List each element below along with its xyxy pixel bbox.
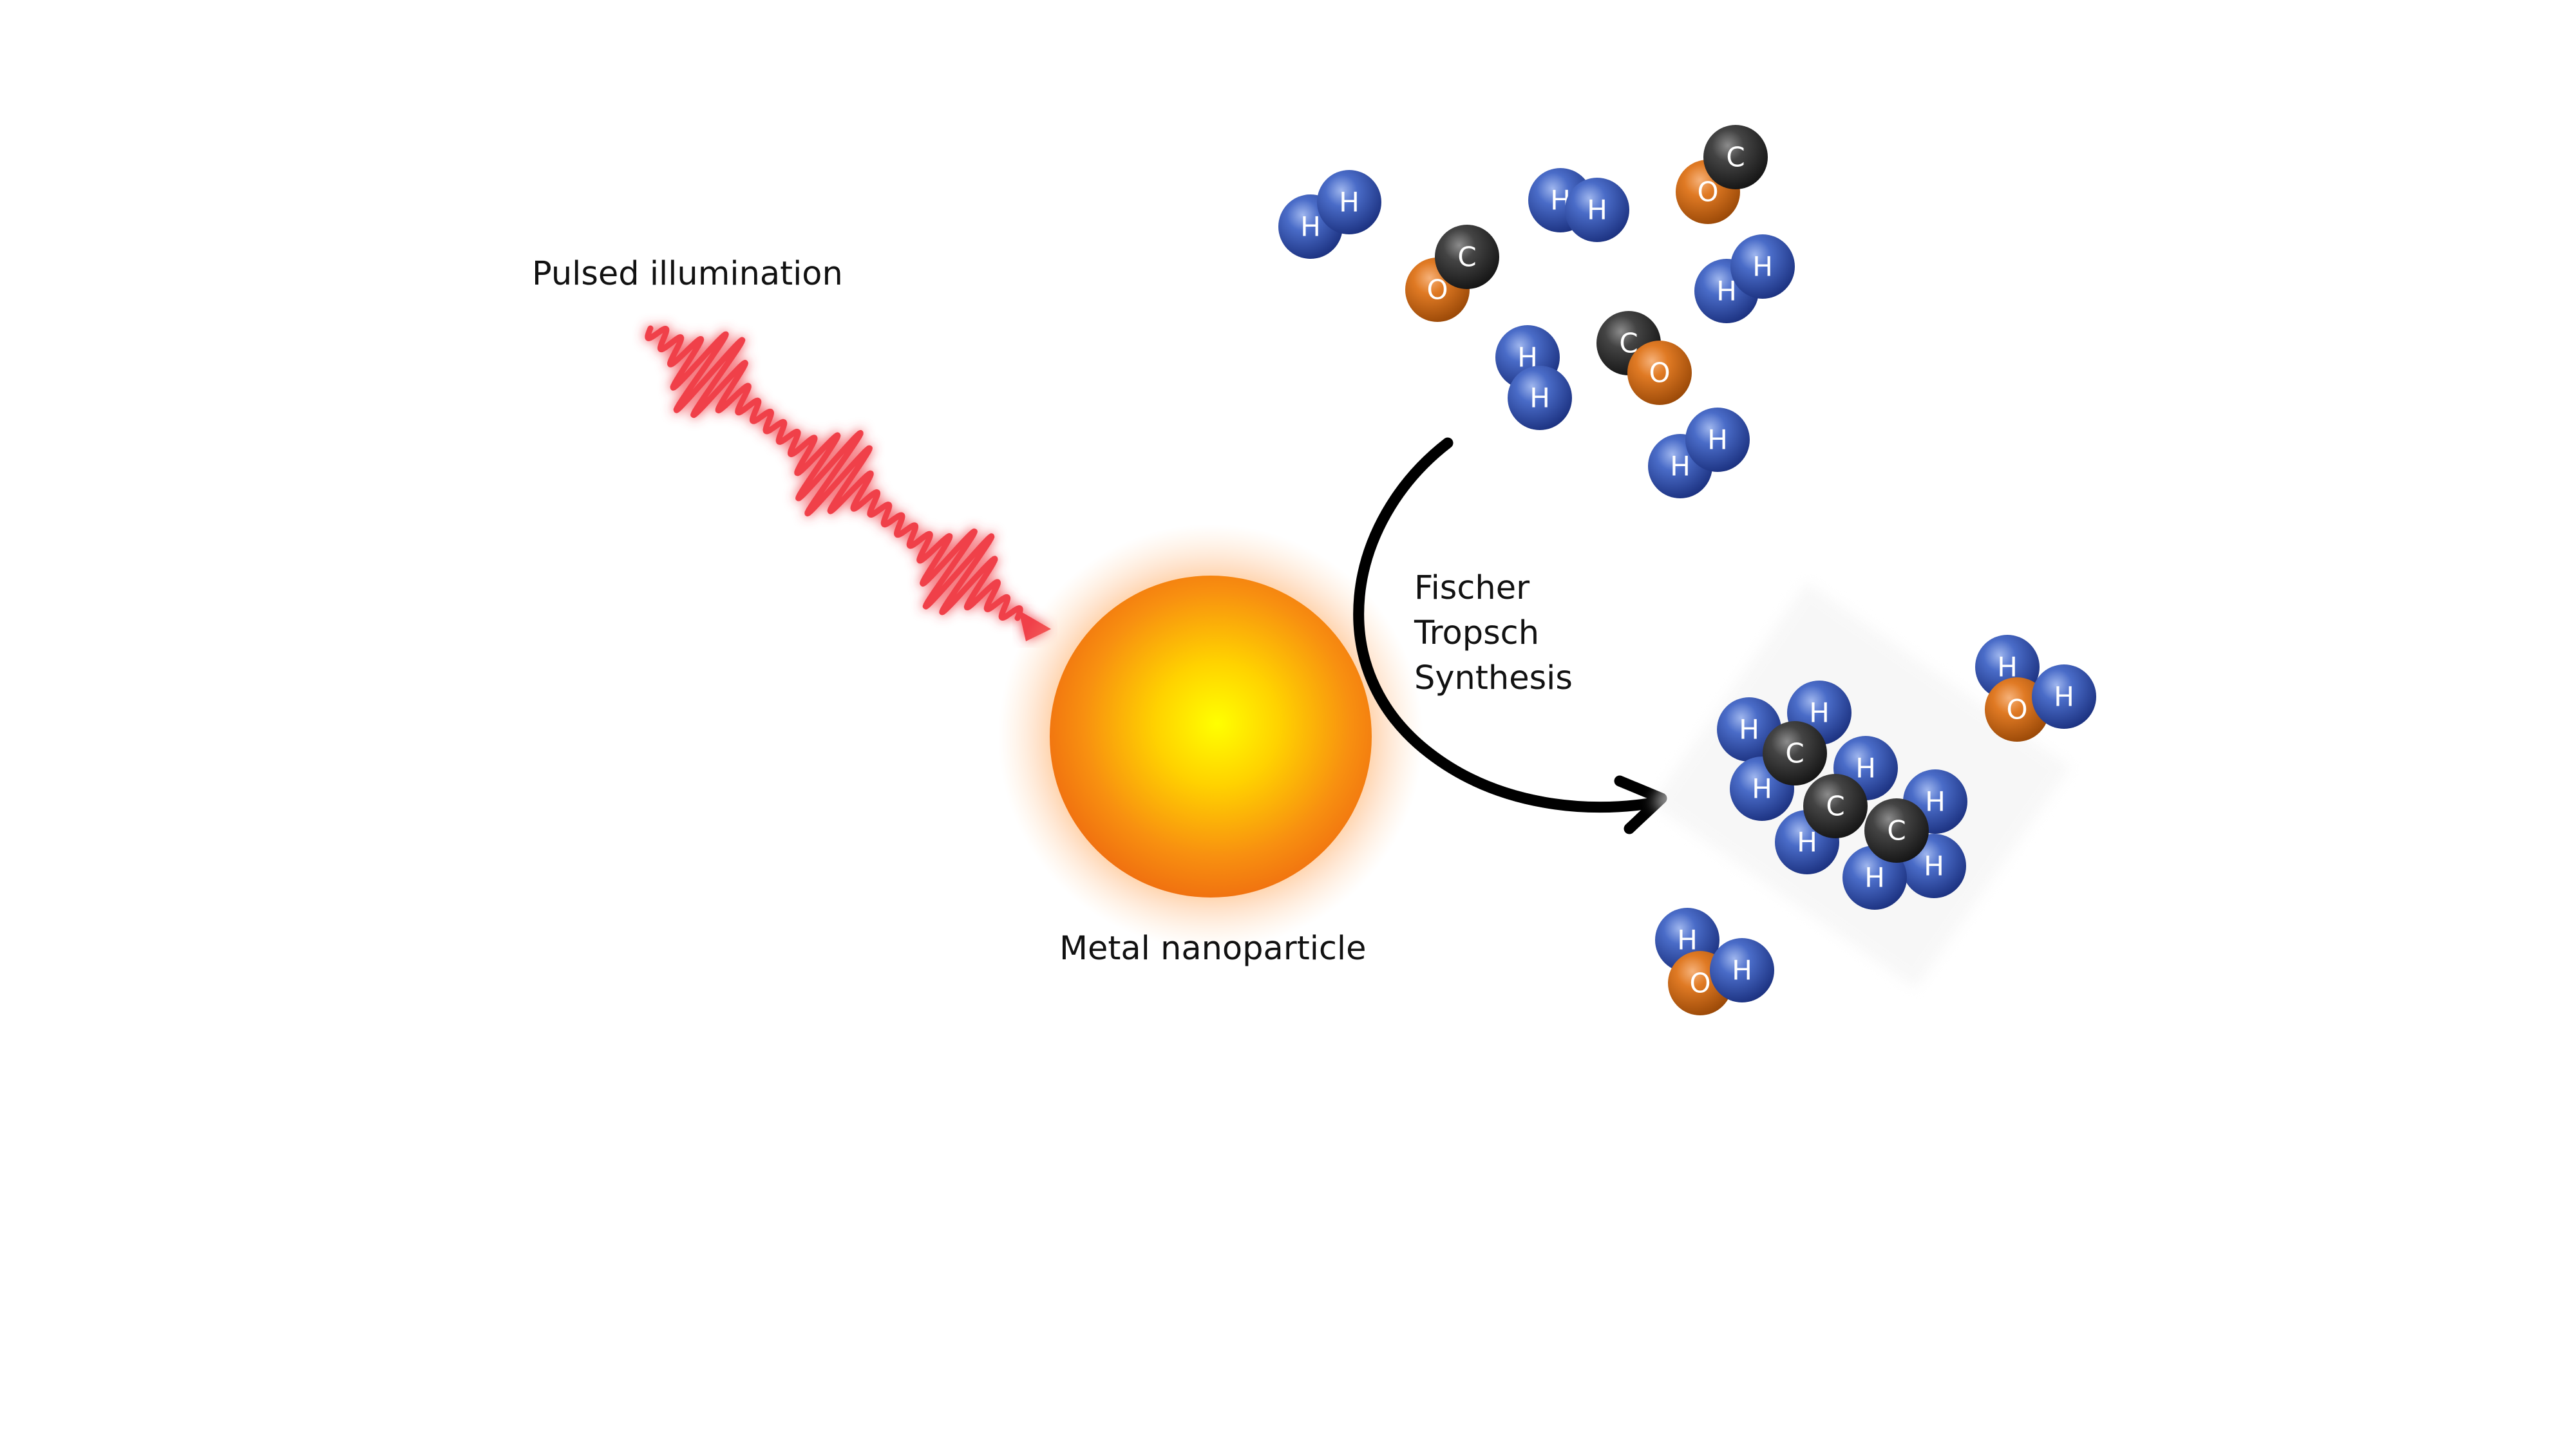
carbon-atom: C	[1763, 721, 1827, 785]
hydrogen-atom-symbol: H	[1587, 194, 1607, 226]
hydrogen-atom-symbol: H	[1797, 827, 1817, 858]
pulsed-light-wave	[645, 325, 1051, 641]
carbon-atom-symbol: C	[1826, 791, 1844, 822]
carbon-atom: C	[1435, 225, 1499, 289]
hydrogen-atom-sphere	[1508, 366, 1572, 430]
carbon-atom: C	[1703, 125, 1768, 189]
h2-molecule: HH	[1278, 170, 1381, 259]
hydrogen-atom-symbol: H	[1300, 211, 1321, 243]
co-molecule: OC	[1405, 225, 1499, 322]
hydrogen-atom-sphere	[1730, 234, 1795, 299]
carbon-atom-sphere	[1803, 774, 1868, 838]
carbon-atom-symbol: C	[1457, 241, 1476, 273]
hydrogen-atom-symbol: H	[1732, 955, 1752, 986]
carbon-atom: C	[1864, 798, 1929, 863]
reaction-label-line1: Fischer	[1414, 569, 1530, 607]
carbon-atom: C	[1803, 774, 1868, 838]
hydrogen-atom-symbol: H	[1670, 451, 1690, 482]
hydrogen-atom-symbol: H	[1677, 925, 1698, 956]
metal-nanoparticle	[998, 524, 1423, 949]
light-wave-path	[645, 325, 1023, 621]
pulsed-illumination-label: Pulsed illumination	[532, 255, 843, 293]
hydrogen-atom-sphere	[1710, 938, 1774, 1002]
hydrogen-atom-symbol: H	[1864, 862, 1885, 894]
hydrogen-atom-symbol: H	[1739, 714, 1759, 746]
hydrogen-atom-symbol: H	[1924, 851, 1944, 882]
co-molecule: OC	[1676, 125, 1768, 224]
hydrogen-atom-symbol: H	[1809, 697, 1830, 729]
hydrogen-atom-sphere	[1685, 408, 1750, 472]
reaction-label-line3: Synthesis	[1414, 659, 1573, 697]
hydrogen-atom-symbol: H	[1339, 187, 1359, 218]
hydrogen-atom-sphere	[1565, 178, 1629, 242]
h2-molecule: HH	[1694, 234, 1795, 323]
hydrogen-atom: H	[1710, 938, 1774, 1002]
h2-molecule: HH	[1648, 408, 1750, 498]
hydrogen-atom: H	[1565, 178, 1629, 242]
oxygen-atom: O	[1627, 341, 1692, 405]
nanoparticle-core	[1050, 576, 1372, 898]
hydrogen-atom-symbol: H	[1925, 786, 1946, 818]
hydrogen-atom-sphere	[2032, 664, 2096, 729]
carbon-atom-symbol: C	[1726, 142, 1745, 173]
reaction-label-line2: Tropsch	[1414, 614, 1539, 652]
hydrogen-atom-symbol: H	[1752, 251, 1773, 283]
hydrogen-atom-symbol: H	[1530, 382, 1550, 414]
oxygen-atom-sphere	[1627, 341, 1692, 405]
oxygen-atom-symbol: O	[2006, 694, 2027, 726]
hydrogen-atom: H	[1730, 234, 1795, 299]
co-molecule: CO	[1596, 311, 1692, 405]
hydrogen-atom: H	[1508, 366, 1572, 430]
hydrogen-atom-symbol: H	[1707, 424, 1728, 456]
hydrogen-atom: H	[1317, 170, 1381, 234]
carbon-atom-symbol: C	[1785, 738, 1804, 769]
carbon-atom-sphere	[1703, 125, 1768, 189]
carbon-atom-sphere	[1864, 798, 1929, 863]
oxygen-atom-symbol: O	[1649, 357, 1670, 389]
hydrogen-atom: H	[2032, 664, 2096, 729]
metal-nanoparticle-label: Metal nanoparticle	[1059, 930, 1366, 968]
carbon-atom-symbol: C	[1887, 815, 1906, 847]
carbon-atom-sphere	[1763, 721, 1827, 785]
h2-molecule: HH	[1495, 325, 1572, 430]
hydrogen-atom-symbol: H	[2054, 681, 2074, 713]
hydrogen-atom-sphere	[1317, 170, 1381, 234]
carbon-atom-sphere	[1435, 225, 1499, 289]
hydrogen-atom-symbol: H	[1716, 276, 1737, 307]
hydrogen-atom-symbol: H	[1752, 773, 1772, 805]
hydrogen-atom: H	[1685, 408, 1750, 472]
reaction-arrow-curve	[1353, 437, 1654, 813]
hydrogen-atom-symbol: H	[1855, 753, 1876, 784]
oxygen-atom-symbol: O	[1689, 968, 1710, 999]
